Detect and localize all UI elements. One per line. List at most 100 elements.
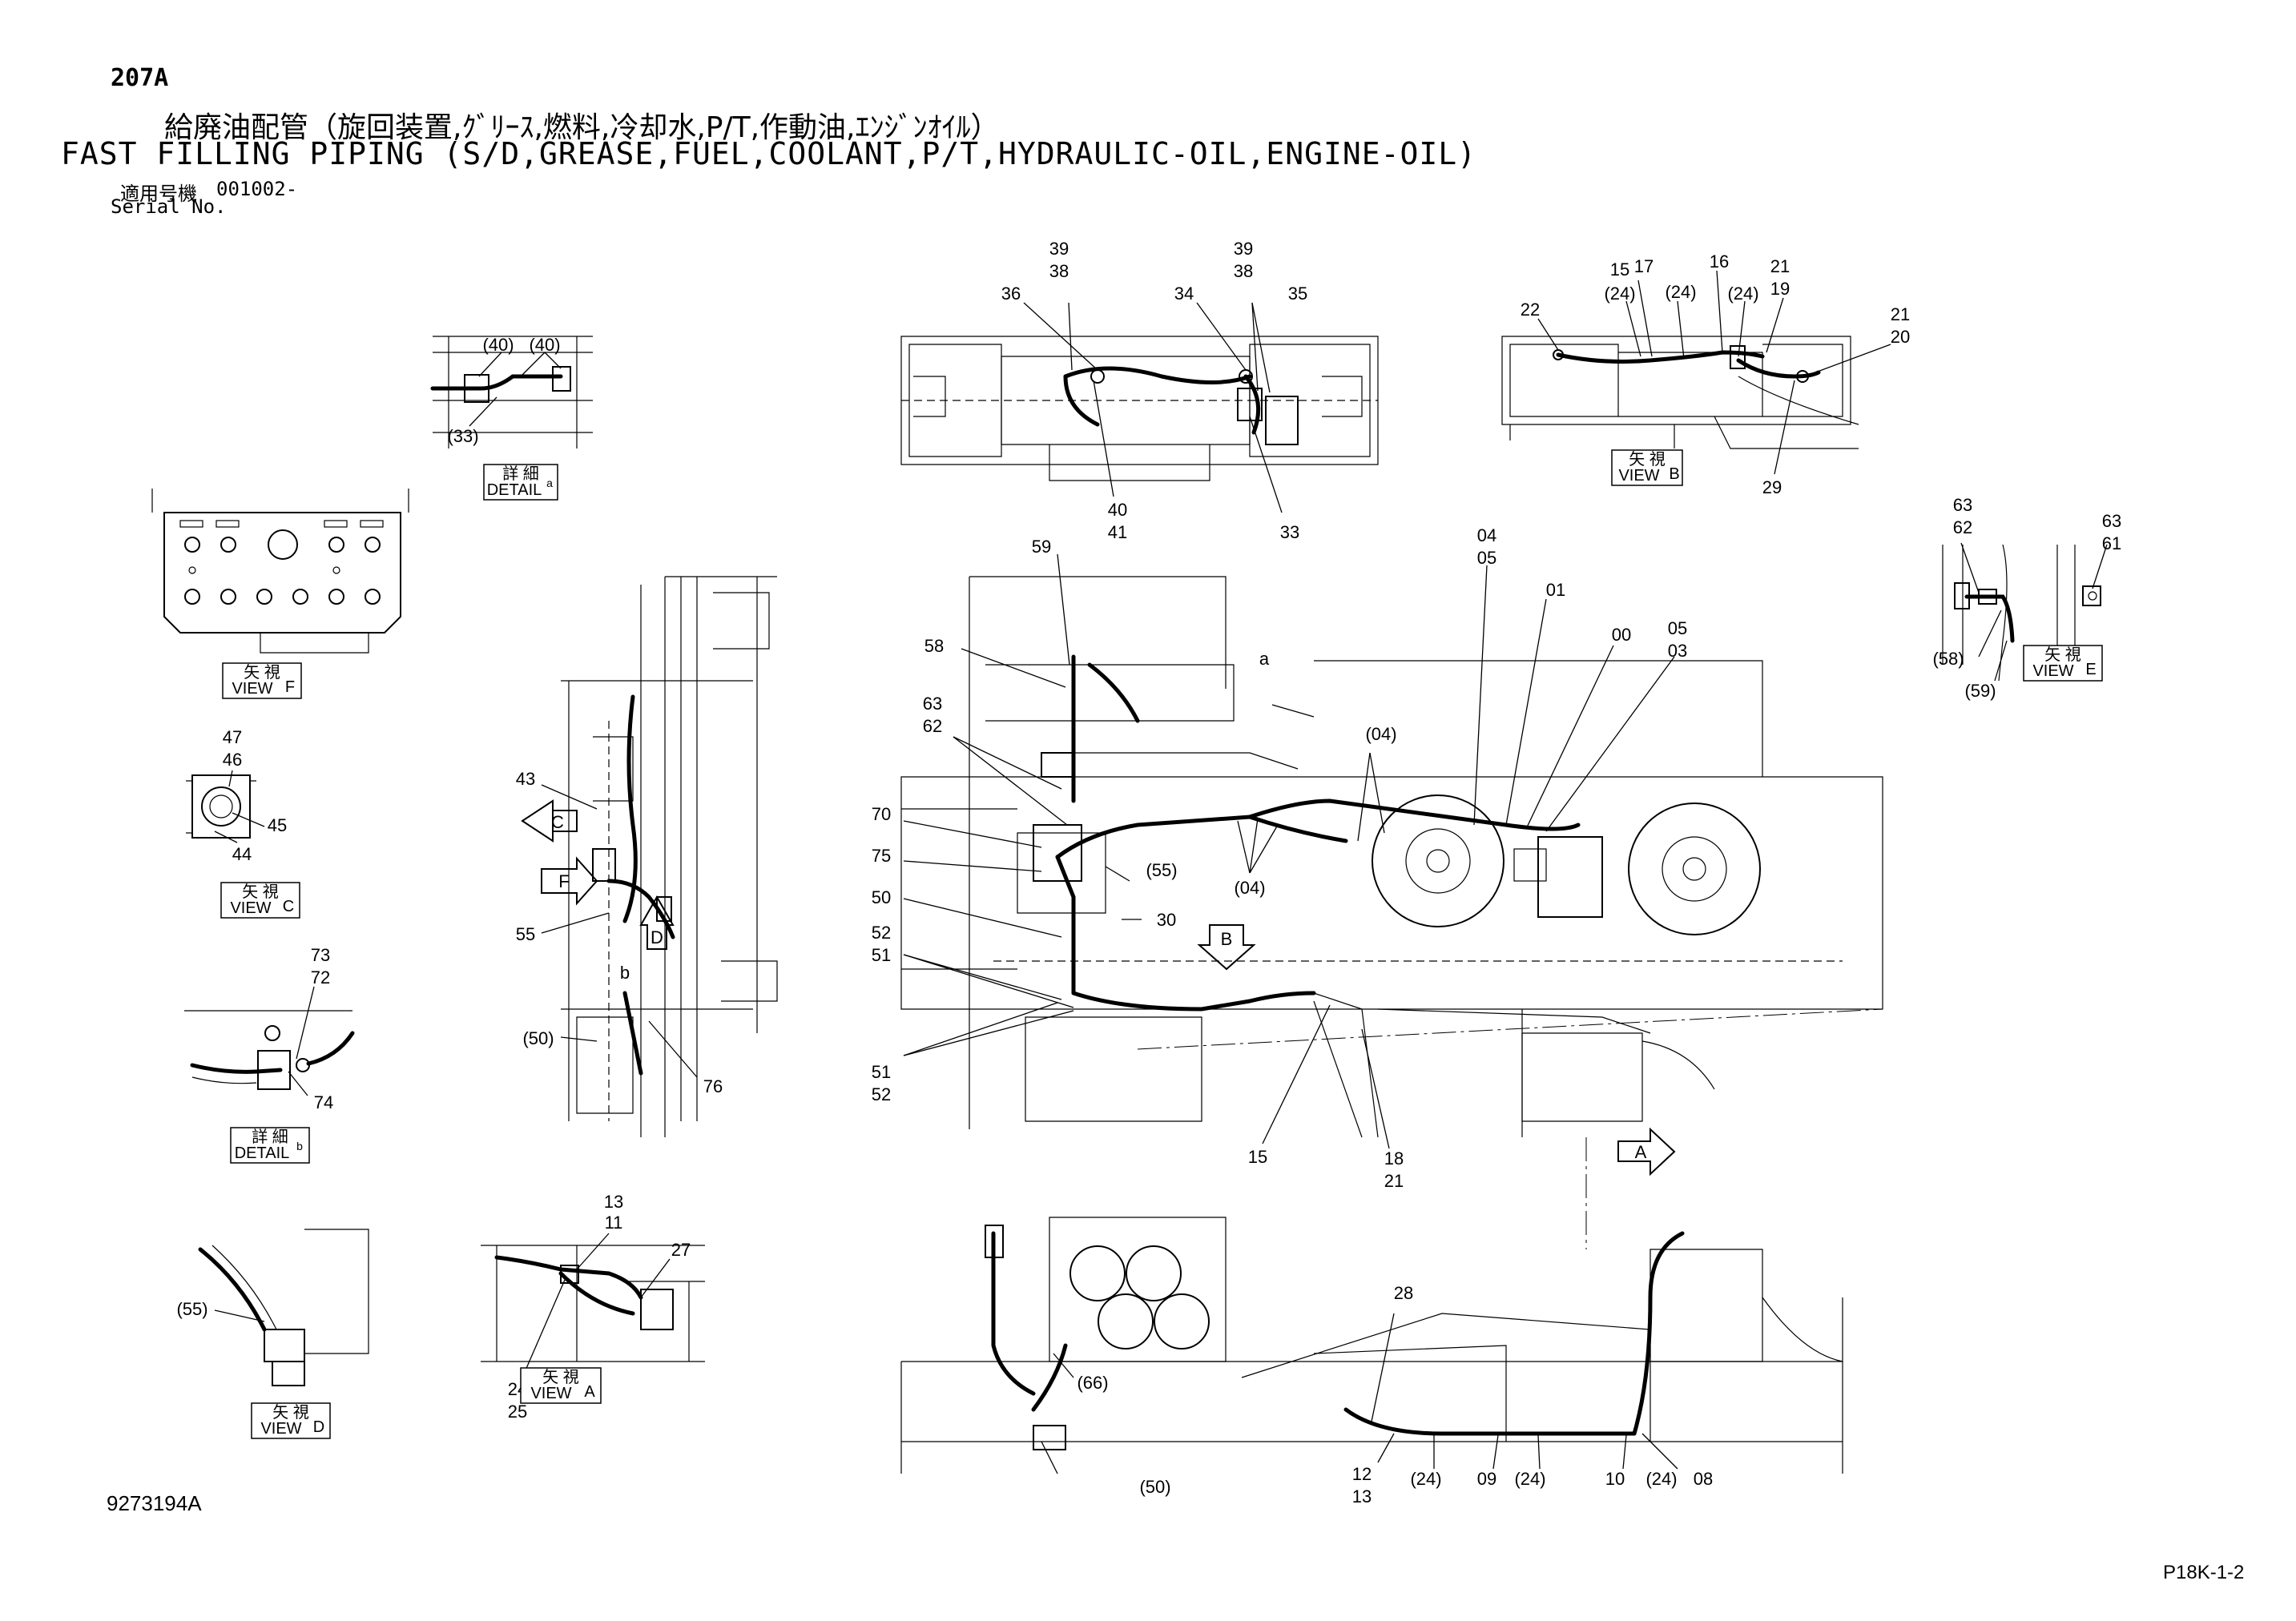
callout-05: 05 — [1477, 548, 1496, 568]
view-e-label-box — [2023, 645, 2103, 682]
callout-66: (66) — [1077, 1373, 1108, 1393]
callout-39: 39 — [1049, 239, 1069, 259]
view-c-label-box — [220, 882, 300, 919]
callout-27: 27 — [671, 1240, 691, 1260]
page-number: 207A — [111, 64, 169, 92]
sheet-number: P18K-1-2 — [2163, 1562, 2245, 1583]
callout-08: 08 — [1694, 1469, 1713, 1489]
view-d-jp: 矢 視 — [272, 1403, 309, 1422]
callout-72: 72 — [311, 967, 330, 987]
callout-62: 62 — [923, 716, 942, 736]
view-a-group: 13 11 27 24 25 矢 視 VIEW A — [481, 1192, 705, 1422]
callout-63: 63 — [2102, 511, 2121, 531]
callout-17: 17 — [1634, 256, 1654, 276]
arrow-d-letter: D — [651, 927, 663, 947]
callout-52: 52 — [872, 1084, 891, 1104]
callout-46: 46 — [223, 750, 242, 770]
callout-24: (24) — [1514, 1469, 1545, 1489]
callout-38: 38 — [1049, 261, 1069, 281]
callout-73: 73 — [311, 945, 330, 965]
callout-04: (04) — [1234, 878, 1265, 898]
callout-16: 16 — [1710, 251, 1729, 272]
callout-55: 55 — [516, 924, 535, 944]
callout-15: 15 — [1610, 259, 1629, 280]
view-a-jp: 矢 視 — [542, 1368, 579, 1386]
callout-24: (24) — [1410, 1469, 1441, 1489]
callout-33: 33 — [1280, 522, 1299, 542]
view-b-label-box — [1611, 449, 1683, 486]
view-b-jp: 矢 視 — [1629, 450, 1666, 469]
detail-a-jp: 詳 細 — [502, 465, 539, 483]
detail-a-letter: a — [546, 477, 553, 489]
callout-33: (33) — [447, 426, 478, 446]
callout-15: 15 — [1248, 1147, 1267, 1167]
detail-a-group: (40) (40) (33) 詳 細 DETAIL a — [430, 335, 593, 501]
main-plan-view: 59 58 63 62 70 75 50 52 51 51 52 (55) 30… — [872, 525, 1883, 1249]
callout-22: 22 — [1521, 300, 1540, 320]
callout-38: 38 — [1234, 261, 1253, 281]
detail-b-en: DETAIL — [235, 1144, 290, 1162]
callout-74: 74 — [314, 1092, 333, 1112]
view-c-letter: C — [283, 898, 294, 915]
callout-76: 76 — [703, 1076, 723, 1096]
callout-45: 45 — [268, 815, 287, 835]
callout-19: 19 — [1770, 279, 1790, 299]
callout-75: 75 — [872, 846, 891, 866]
title-japanese: 給廃油配管（旋回装置,ｸﾞﾘｰｽ,燃料,冷却水,P/T,作動油,ｴﾝｼﾞﾝｵｲﾙ… — [164, 111, 1000, 144]
callout-52: 52 — [872, 923, 891, 943]
callout-24: (24) — [1727, 284, 1758, 304]
detail-b-jp: 詳 細 — [252, 1128, 288, 1146]
callout-04: 04 — [1477, 525, 1496, 545]
arrow-c-letter: C — [551, 812, 564, 832]
callout-01: 01 — [1546, 580, 1565, 600]
callout-35: 35 — [1288, 284, 1307, 304]
callout-25: 25 — [508, 1402, 527, 1422]
view-f-label-box — [222, 662, 302, 699]
callout-43: 43 — [516, 769, 535, 789]
view-c-en: VIEW — [230, 899, 271, 917]
title-english: FAST FILLING PIPING (S/D,GREASE,FUEL,COO… — [61, 136, 1476, 171]
callout-59: (59) — [1964, 681, 1996, 701]
callout-61: 61 — [2102, 533, 2121, 553]
serial-label-english: Serial No. — [111, 195, 227, 218]
callout-58: 58 — [924, 636, 944, 656]
side-view: 43 55 (50) 76 b C F D — [516, 576, 778, 1137]
callout-29: 29 — [1762, 477, 1782, 497]
detail-b-label-box — [230, 1127, 310, 1164]
callout-51: 51 — [872, 1062, 891, 1082]
callout-50: 50 — [872, 887, 891, 907]
callout-12: 12 — [1352, 1464, 1372, 1484]
view-e-group: 63 62 63 61 (58) (59) 矢 視 VIEW E — [1932, 495, 2121, 701]
callout-11: 11 — [605, 1213, 623, 1233]
callout-59: 59 — [1032, 537, 1051, 557]
callout-34: 34 — [1174, 284, 1194, 304]
callout-40: (40) — [482, 335, 514, 355]
callout-13: 13 — [1352, 1486, 1372, 1506]
view-b-letter: B — [1669, 465, 1679, 483]
callout-04: (04) — [1365, 724, 1396, 744]
arrow-f-letter: F — [558, 871, 569, 891]
callout-70: 70 — [872, 804, 891, 824]
callout-50: (50) — [522, 1028, 554, 1048]
view-f-group: 矢 視 VIEW F — [151, 489, 409, 699]
callout-30: 30 — [1157, 910, 1176, 930]
view-f-en: VIEW — [232, 680, 272, 698]
view-e-en: VIEW — [2032, 662, 2073, 680]
callout-05: 05 — [1668, 618, 1687, 638]
detail-a-label-box — [483, 464, 558, 501]
callout-24: (24) — [1665, 282, 1696, 302]
callout-28: 28 — [1394, 1283, 1413, 1303]
callout-63: 63 — [923, 694, 942, 714]
callout-36: 36 — [1001, 284, 1021, 304]
callout-47: 47 — [223, 727, 242, 747]
callout-44: 44 — [232, 844, 252, 864]
serial-label-japanese: 適用号機 — [120, 183, 197, 205]
callout-03: 03 — [1668, 641, 1687, 661]
detail-a-marker: a — [1259, 649, 1270, 669]
view-d-letter: D — [313, 1418, 324, 1436]
view-d-group: (55) 矢 視 VIEW D — [176, 1229, 369, 1439]
detail-b-marker: b — [620, 963, 630, 983]
callout-21: 21 — [1891, 304, 1910, 324]
